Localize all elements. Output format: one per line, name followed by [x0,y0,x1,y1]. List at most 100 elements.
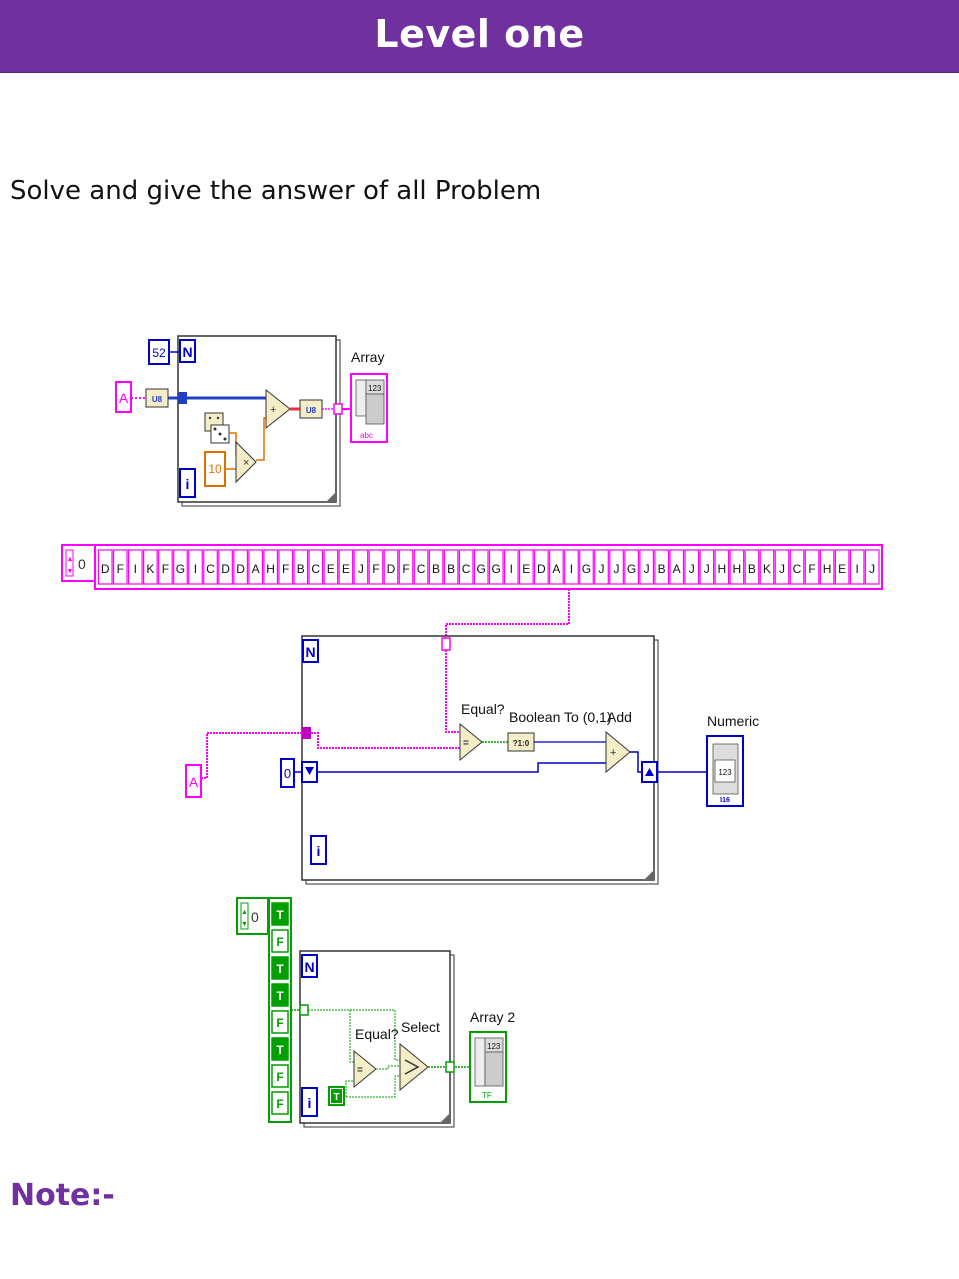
array-element-box [383,549,399,585]
bool-element-box [271,929,289,953]
array-element-box [143,549,158,585]
array-element-box [127,549,143,585]
note-heading: Note:- [10,1178,115,1213]
array-element-letter: G [582,562,591,576]
array-element-box [338,549,354,585]
array-element-box [564,549,579,585]
array-element-box [744,549,760,585]
add-node-1[interactable]: + [265,388,291,430]
numeric-indicator[interactable]: 123 I16 [706,735,744,807]
array-element-letter: B [432,562,440,576]
shift-register-right[interactable] [641,761,658,783]
array-element-box [699,549,715,585]
array-element-letter: J [704,562,710,576]
dice-icon[interactable] [204,412,230,444]
multiplier-constant[interactable]: 10 [204,451,226,487]
array-element-letter: B [447,562,455,576]
svg-text:×: × [243,457,249,469]
array-element-box [263,549,279,585]
svg-text:123: 123 [368,384,382,393]
array-element-letter: I [134,562,137,576]
array-indicator-type: abc [360,431,373,440]
bool-element-box [271,1064,289,1088]
init-value: 0 [284,766,291,781]
array-element-box [518,549,534,585]
output-tunnel-3 [445,1061,455,1073]
array-element-letter: G [176,562,185,576]
array-element-letter: E [522,562,530,576]
loop-count-terminal-3[interactable]: N [301,954,318,978]
boolean-to-01-node[interactable]: ?1:0 [507,732,535,752]
string-constant-a[interactable]: A [115,381,132,413]
array-element-letter: F [282,562,289,576]
for-loop-1 [177,335,341,507]
svg-text:▲: ▲ [67,556,74,563]
array-element-letter: J [689,562,695,576]
array-element-letter: D [537,562,546,576]
multiply-node[interactable]: × [235,440,257,484]
array-element-letter: H [823,562,832,576]
string-constant-a-2[interactable]: A [185,764,202,798]
svg-text:▼: ▼ [67,568,74,575]
loop-count-terminal-2[interactable]: N [302,639,319,663]
array-indicator-1[interactable]: 123 abc [350,373,388,443]
bool-element-value: F [276,1070,283,1084]
array-element-letter: F [162,562,169,576]
byte-array-to-string-node[interactable]: U8 [299,399,323,419]
array-element-box [534,549,549,585]
n-label-3: N [304,959,314,975]
array-element-box [834,549,850,585]
true-constant-value: T [333,1092,339,1103]
array-element-letter: A [252,562,260,576]
string-tunnel [302,727,311,739]
add-node-2[interactable]: + [605,730,631,774]
array-element-box [413,549,429,585]
svg-text:+: + [270,404,276,416]
array-element-box [293,549,309,585]
i-label: i [186,476,190,492]
array-element-letter: D [236,562,245,576]
array-element-letter: C [311,562,320,576]
array-element-letter: J [779,562,785,576]
array-element-box [353,549,369,585]
array-element-box [654,549,670,585]
array-element-letter: H [266,562,275,576]
array-element-box [639,549,655,585]
numeric-indicator-type: I16 [720,797,730,804]
count-constant[interactable]: 52 [148,339,170,365]
array2-indicator-type: TF [482,1091,492,1100]
array-element-letter: C [462,562,471,576]
array-element-letter: B [658,562,666,576]
string-to-byte-array-node[interactable]: U8 [145,388,169,408]
u8-badge-1: U8 [152,395,163,404]
shift-register-left[interactable] [301,761,318,783]
array-element-letter: F [808,562,815,576]
init-constant[interactable]: 0 [280,758,295,788]
array-element-box [203,549,218,585]
true-constant[interactable]: T [328,1086,345,1106]
array-element-letter: I [510,562,513,576]
equal-node-3[interactable]: = [353,1049,377,1089]
numeric-indicator-value: 123 [718,768,732,777]
array2-indicator[interactable]: 123 TF [469,1031,507,1103]
for-loop-2 [301,635,659,885]
select-node[interactable] [399,1042,429,1092]
array-element-box [112,549,128,585]
array-element-letter: I [194,562,197,576]
string-a-value: A [119,390,129,406]
array-element-letter: F [402,562,409,576]
array-element-box [278,549,294,585]
loop-count-terminal[interactable]: N [179,339,196,363]
loop-iteration-terminal-3: i [301,1087,318,1117]
page-title: Level one [374,12,585,56]
multiplier-value: 10 [208,462,222,476]
array-element-letter: G [492,562,501,576]
equal-node[interactable]: = [459,722,483,762]
for-loop-3 [299,950,455,1128]
bool-tunnel [299,1004,309,1016]
svg-text:+: + [610,747,616,759]
